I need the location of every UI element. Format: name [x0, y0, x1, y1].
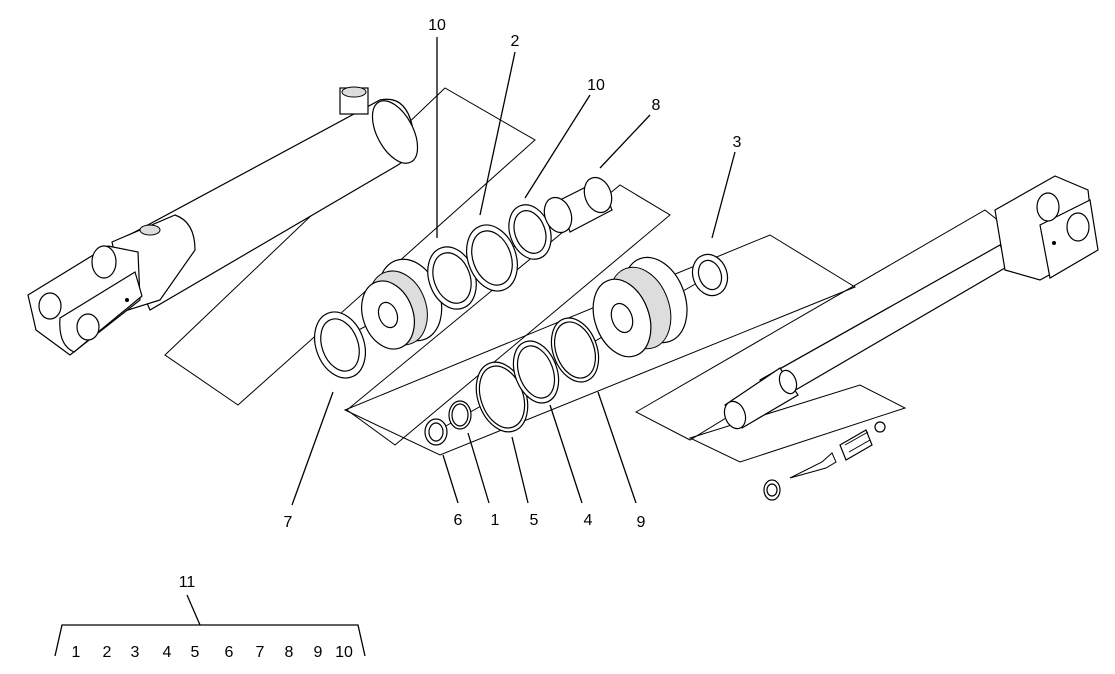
callout-3: 3 [733, 134, 742, 151]
callout-8: 8 [652, 97, 661, 114]
kit-item: 6 [225, 644, 234, 661]
callout-1: 1 [491, 512, 500, 529]
kit-item: 5 [191, 644, 200, 661]
callout-9: 9 [637, 514, 646, 531]
kit-item: 1 [72, 644, 81, 661]
kit-item: 3 [131, 644, 140, 661]
kit-item: 8 [285, 644, 294, 661]
callout-10-mid: 10 [587, 77, 605, 94]
leader-lines [186, 37, 736, 626]
kit-item: 4 [163, 644, 172, 661]
kit-bracket [54, 624, 366, 657]
kit-item: 7 [256, 644, 265, 661]
callout-2: 2 [511, 33, 520, 50]
callout-4: 4 [584, 512, 593, 529]
callout-6: 6 [454, 512, 463, 529]
cylinder-barrel [27, 86, 536, 406]
callout-10-top: 10 [428, 17, 446, 34]
kit-item: 9 [314, 644, 323, 661]
kit-item: 2 [103, 644, 112, 661]
kit-item: 10 [335, 644, 353, 661]
seal-assembly [343, 234, 857, 456]
callout-11: 11 [179, 574, 196, 591]
piston-assembly [314, 176, 671, 446]
callout-7: 7 [284, 514, 293, 531]
piston-rod [634, 175, 1099, 501]
callout-5: 5 [530, 512, 539, 529]
kit-item-list: 1 2 3 4 5 6 7 8 9 10 [72, 644, 353, 661]
